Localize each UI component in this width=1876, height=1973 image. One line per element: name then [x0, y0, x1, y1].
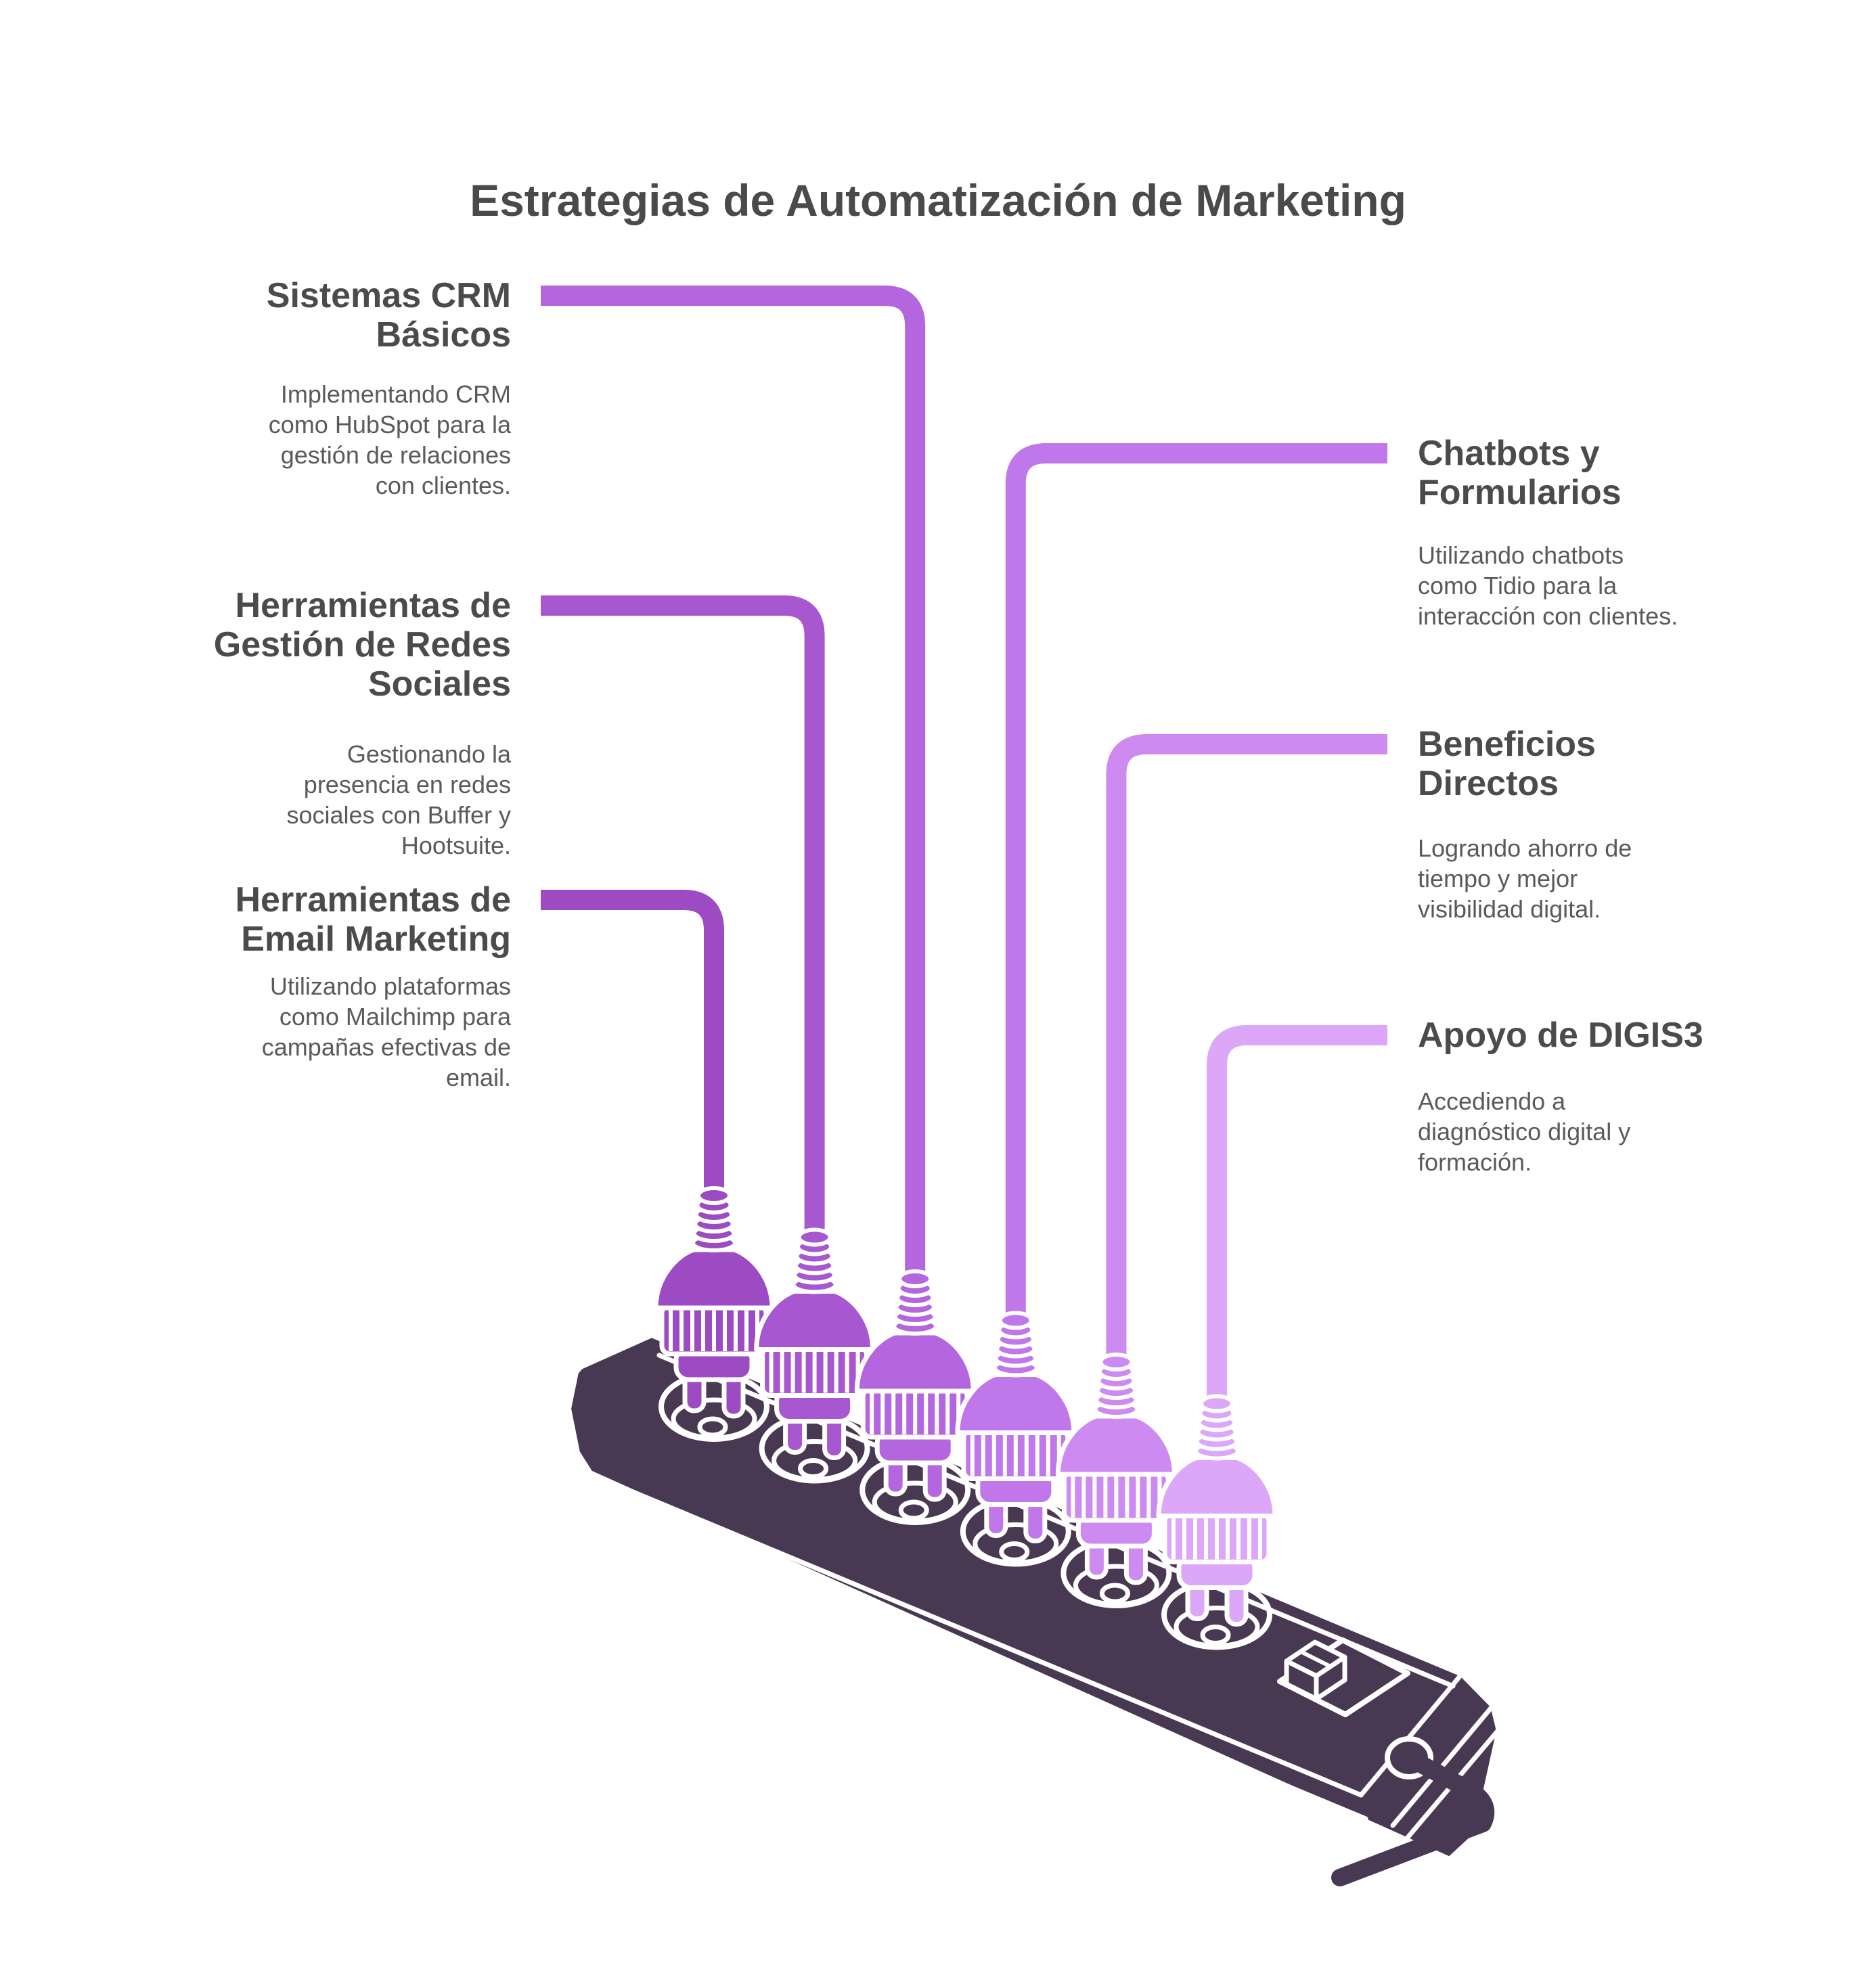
strategy-beneficios-description: Logrando ahorro de tiempo y mejor visibi… — [1418, 834, 1632, 923]
plug-5 — [1055, 1413, 1177, 1477]
plug-1 — [653, 1247, 775, 1311]
socket-hole-2 — [798, 1458, 829, 1479]
plug-2 — [754, 1289, 876, 1352]
strategy-beneficios-title: Beneficios Directos — [1418, 725, 1596, 803]
strategy-digis3-title: Apoyo de DIGIS3 — [1418, 1016, 1703, 1055]
switch-rocker-side — [1314, 1654, 1347, 1702]
socket-hole-3 — [898, 1499, 929, 1521]
socket-inner-4 — [973, 1522, 1059, 1565]
socket-inner-5 — [1073, 1564, 1159, 1607]
cable-beneficios — [1106, 734, 1387, 1363]
strip-edge-line — [588, 1472, 1364, 1798]
strategy-email-description: Utilizando plataformas como Mailchimp pa… — [261, 972, 511, 1091]
plug-4 — [998, 1311, 1033, 1330]
plug-6 — [1199, 1394, 1234, 1413]
socket-hole-4 — [999, 1541, 1030, 1562]
strategy-redes-description: Gestionando la presencia en redes social… — [286, 740, 511, 859]
plug-2 — [797, 1227, 832, 1247]
strategy-email-title: Herramientas de Email Marketing — [235, 880, 511, 959]
socket-inner-1 — [671, 1397, 757, 1441]
plug-1 — [696, 1186, 732, 1205]
socket-hole-1 — [697, 1416, 728, 1438]
strategy-chatbots-title: Chatbots y Formularios — [1418, 434, 1622, 512]
strategy-crm-description: Implementando CRM como HubSpot para la g… — [268, 380, 511, 499]
strategy-redes-title: Herramientas de Gestión de Redes Sociale… — [213, 586, 511, 704]
strip-edge-line — [1396, 1727, 1501, 1851]
plug-6 — [1156, 1455, 1278, 1518]
socket-inner-3 — [872, 1480, 958, 1524]
socket-hole-6 — [1200, 1625, 1231, 1646]
power-cord — [1331, 1750, 1495, 1886]
cable-chatbots — [1005, 443, 1387, 1322]
page-title: Estrategias de Automatización de Marketi… — [470, 175, 1406, 225]
plug-4 — [955, 1372, 1077, 1435]
plug-3 — [854, 1330, 976, 1394]
socket-inner-6 — [1174, 1606, 1260, 1648]
strategy-chatbots-description: Utilizando chatbots como Tidio para la i… — [1418, 541, 1678, 630]
plug-3 — [897, 1269, 933, 1288]
strategy-digis3-description: Accediendo a diagnóstico digital y forma… — [1418, 1087, 1631, 1176]
strip-edge-line — [594, 1496, 1368, 1821]
cable-crm — [541, 286, 926, 1280]
cable-redes-sociales — [541, 595, 825, 1239]
cable-digis3 — [1207, 1025, 1387, 1405]
strip-edge-line — [1358, 1671, 1465, 1798]
strategy-crm-title: Sistemas CRM Básicos — [266, 276, 511, 355]
socket-inner-2 — [772, 1439, 858, 1482]
cable-email-marketing — [541, 890, 724, 1197]
switch-rocker-split — [1299, 1650, 1332, 1669]
plug-5 — [1098, 1353, 1134, 1371]
socket-hole-5 — [1099, 1583, 1130, 1604]
